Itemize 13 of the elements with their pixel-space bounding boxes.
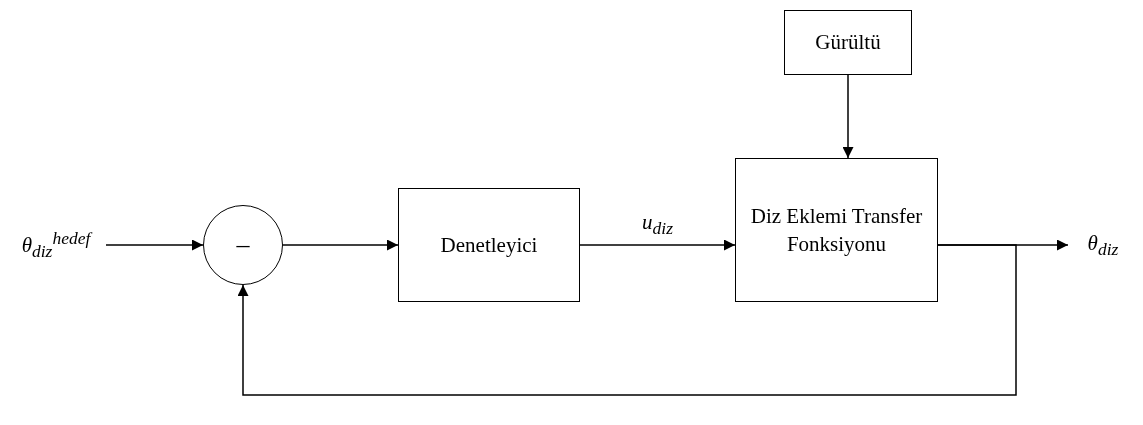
- operator-sign: –: [236, 229, 250, 262]
- output-label: θ$_{diz}$: [1087, 229, 1119, 261]
- plant-block: [735, 158, 938, 302]
- block-label: Denetleyici: [440, 231, 538, 259]
- controller-block: [398, 188, 580, 302]
- arrow: [105, 239, 204, 251]
- noise-block: [784, 10, 912, 75]
- arrow: [842, 74, 854, 159]
- arrow: [282, 239, 399, 251]
- block-label: Gürültü: [815, 29, 881, 57]
- arrow: [237, 244, 1017, 396]
- arrow: [579, 239, 736, 251]
- block-label: Diz Eklemi Transfer Fonksiyonu: [750, 202, 923, 258]
